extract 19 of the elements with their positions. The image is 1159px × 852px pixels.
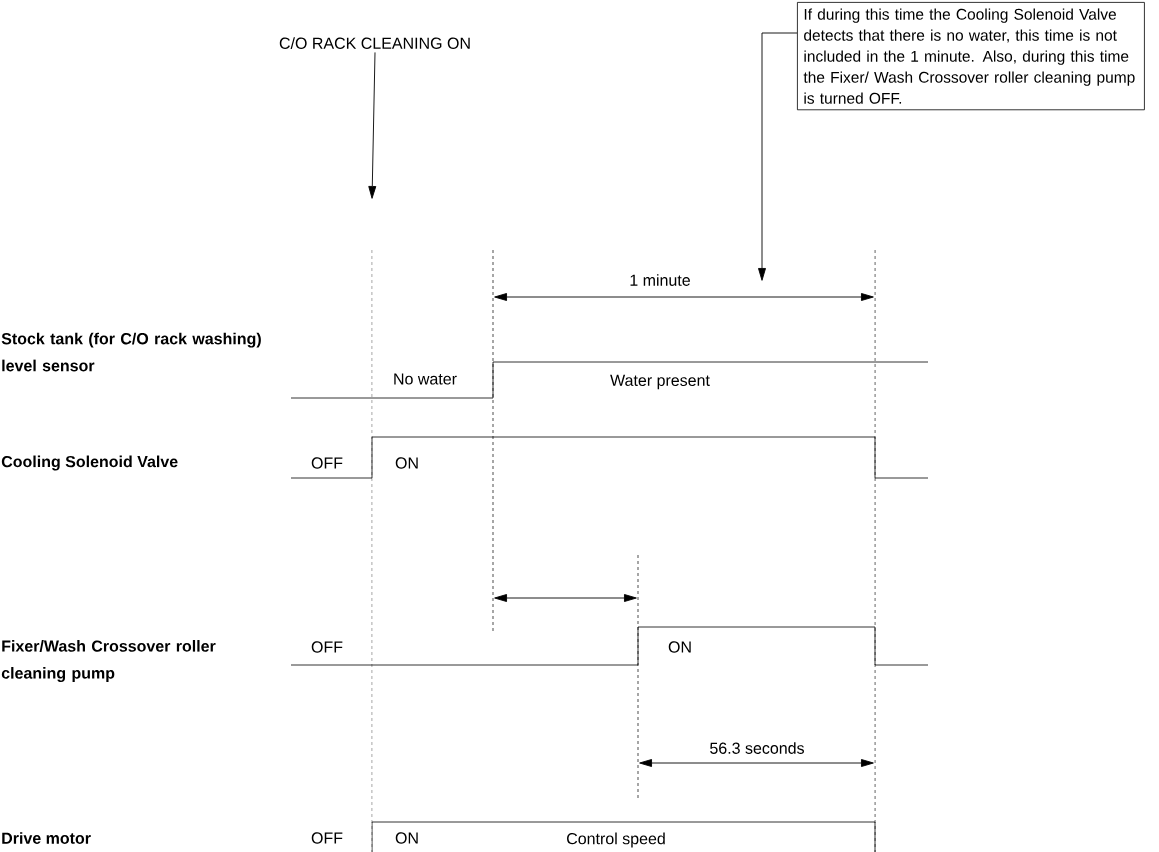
state-label: Water present	[610, 374, 710, 390]
row-label: Fixer/Wash Crossover roller cleaning pump	[1, 640, 216, 682]
state-label: ON	[668, 641, 691, 653]
state-label: OFF	[311, 457, 343, 469]
state-label: OFF	[311, 641, 343, 653]
state-label: OFF	[311, 832, 343, 844]
dimension-label: 1 minute	[630, 274, 690, 286]
state-label: ON	[395, 832, 418, 844]
row-label: Drive motor	[2, 832, 91, 844]
event-label: C/O RACK CLEANING ON	[279, 37, 470, 49]
arrow	[758, 32, 798, 281]
arrow	[368, 51, 377, 199]
state-label: ON	[395, 457, 418, 469]
state-label: No water	[394, 373, 457, 385]
row-label: Stock tank (for C/O rack washing) level sensor	[1, 332, 261, 372]
dimension-label: 56.3 seconds	[710, 742, 804, 754]
state-label: Control speed	[567, 832, 665, 848]
note-box: If during this time the Cooling Solenoid Valve detects that there is no water, this time is not included in the 1 minute. Also, during this time the Fixer/ Wash Crossover roller cleaning pump is turned OFF.	[797, 2, 1145, 111]
row-label: Cooling Solenoid Valve	[1, 455, 178, 471]
